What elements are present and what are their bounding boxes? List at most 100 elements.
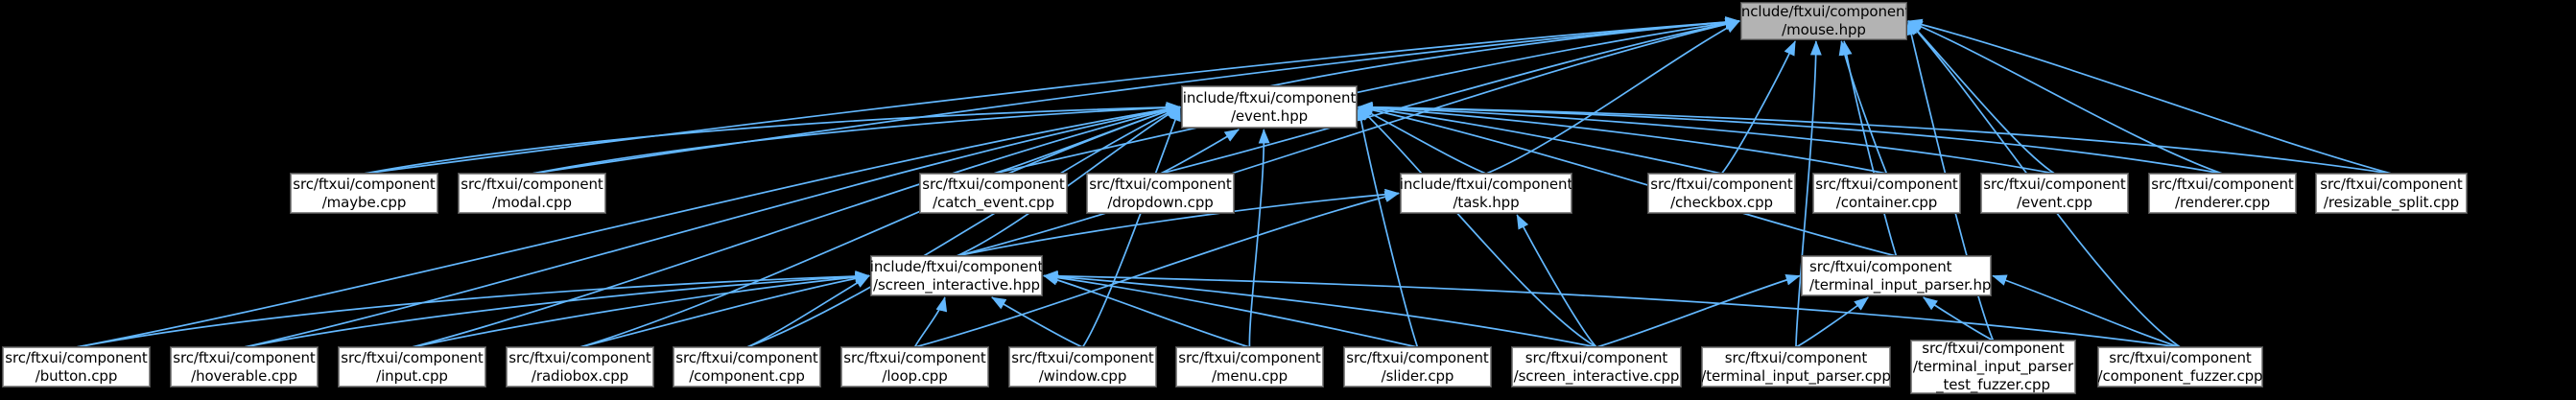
graph-edge-dropdown-cpp-to-mouse-hpp [1160, 18, 1740, 175]
graph-node-label: src/ftxui/component [1346, 348, 1489, 366]
graph-edge-catch-event-cpp-to-mouse-hpp [993, 17, 1740, 175]
graph-node-slider-cpp[interactable]: src/ftxui/component/slider.cpp [1343, 346, 1492, 388]
graph-node-component-fuzzer-cpp[interactable]: src/ftxui/component/component_fuzzer.cpp [2097, 346, 2263, 388]
graph-node-terminal-input-parser-cpp[interactable]: src/ftxui/component/terminal_input_parse… [1701, 346, 1891, 388]
graph-edge-maybe-cpp-to-mouse-hpp [364, 16, 1740, 175]
graph-edge-container-cpp-to-event-hpp [1358, 102, 1887, 175]
graph-node-label: /input.cpp [376, 366, 448, 385]
graph-edge-screen-interactive-cpp-to-terminal-input-parser-hpp [1595, 274, 1801, 348]
graph-node-event-hpp[interactable]: include/ftxui/component/event.hpp [1181, 85, 1358, 129]
graph-edge-hoverable-cpp-to-screen-interactive-hpp [244, 271, 870, 348]
graph-node-menu-cpp[interactable]: src/ftxui/component/menu.cpp [1175, 346, 1324, 388]
graph-node-label: /screen_interactive.cpp [1513, 366, 1680, 385]
graph-node-container-cpp[interactable]: src/ftxui/component/container.cpp [1812, 173, 1961, 214]
graph-edge-checkbox-cpp-to-event-hpp [1358, 103, 1722, 175]
graph-node-label: /terminal_input_parser.hpp [1809, 275, 2000, 294]
graph-edge-event-cpp-to-mouse-hpp [1907, 20, 2055, 175]
graph-edge-input-cpp-to-event-hpp [412, 105, 1181, 348]
graph-node-label: src/ftxui/component [1922, 340, 2065, 357]
graph-node-task-hpp[interactable]: include/ftxui/component/task.hpp [1399, 173, 1573, 214]
graph-edge-window-cpp-to-event-hpp [1081, 106, 1181, 348]
graph-edge-screen-interactive-cpp-to-task-hpp [1516, 214, 1597, 348]
graph-edge-event-hpp-to-mouse-hpp [1268, 16, 1740, 87]
graph-node-screen-interactive-cpp[interactable]: src/ftxui/component/screen_interactive.c… [1511, 346, 1682, 388]
graph-node-label: src/ftxui/component [675, 348, 818, 366]
graph-node-label: /radiobox.cpp [531, 366, 629, 385]
graph-node-mouse-hpp[interactable]: include/ftxui/component/mouse.hpp [1737, 2, 1910, 40]
graph-node-resizable-split-cpp[interactable]: src/ftxui/component/resizable_split.cpp [2315, 173, 2468, 214]
graph-node-label: src/ftxui/component [1524, 348, 1668, 366]
graph-edge-renderer-cpp-to-mouse-hpp [1907, 20, 2223, 175]
graph-edge-terminal-input-parser-cpp-to-mouse-hpp [1795, 40, 1822, 348]
graph-node-window-cpp[interactable]: src/ftxui/component/window.cpp [1008, 346, 1157, 388]
graph-edge-tip-test-fuzzer-cpp-to-terminal-input-parser-hpp [1923, 296, 1994, 341]
graph-node-label: src/ftxui/component [922, 175, 1065, 193]
graph-node-label: include/ftxui/component [1399, 175, 1573, 193]
graph-edge-menu-cpp-to-screen-interactive-hpp [1043, 273, 1250, 348]
graph-edge-component-fuzzer-cpp-to-terminal-input-parser-hpp [1992, 274, 2181, 348]
graph-node-modal-cpp[interactable]: src/ftxui/component/modal.cpp [458, 173, 606, 214]
graph-edge-component-fuzzer-cpp-to-screen-interactive-hpp [1043, 270, 2181, 348]
graph-edge-resizable-split-cpp-to-event-hpp [1358, 101, 2392, 175]
graph-node-renderer-cpp[interactable]: src/ftxui/component/renderer.cpp [2148, 173, 2297, 214]
graph-node-label: src/ftxui/component [843, 348, 986, 366]
graph-edge-button-cpp-to-event-hpp [76, 104, 1181, 348]
graph-edge-dropdown-cpp-to-event-hpp [1160, 129, 1240, 175]
graph-edge-screen-interactive-cpp-to-event-hpp [1358, 106, 1597, 348]
graph-node-label: /button.cpp [35, 366, 118, 385]
graph-node-button-cpp[interactable]: src/ftxui/component/button.cpp [2, 346, 151, 388]
graph-node-label: /resizable_split.cpp [2323, 193, 2460, 211]
graph-node-label: _test_fuzzer.cpp [1936, 376, 2050, 393]
graph-edge-slider-cpp-to-event-hpp [1355, 106, 1419, 348]
graph-node-label: /terminal_input_parser [1912, 358, 2074, 375]
graph-edge-terminal-input-parser-hpp-to-mouse-hpp [1840, 40, 1898, 257]
graph-edge-loop-cpp-to-screen-interactive-hpp [913, 296, 948, 348]
graph-edge-component-cpp-to-screen-interactive-hpp [746, 274, 870, 348]
graph-edge-screen-interactive-hpp-to-task-hpp [956, 188, 1400, 257]
graph-node-label: /renderer.cpp [2175, 193, 2270, 211]
graph-node-label: /mouse.hpp [1782, 21, 1866, 38]
graph-edge-task-hpp-to-event-hpp [1358, 106, 1487, 175]
graph-node-label: /loop.cpp [882, 366, 948, 385]
graph-node-label: include/ftxui/component [869, 257, 1044, 275]
graph-node-label: /event.cpp [2017, 193, 2092, 211]
graph-node-checkbox-cpp[interactable]: src/ftxui/component/checkbox.cpp [1647, 173, 1796, 214]
graph-edge-slider-cpp-to-screen-interactive-hpp [1043, 271, 1418, 348]
graph-node-label: src/ftxui/component [2320, 175, 2463, 193]
graph-edge-radiobox-cpp-to-screen-interactive-hpp [579, 272, 870, 348]
graph-node-hoverable-cpp[interactable]: src/ftxui/component/hoverable.cpp [170, 346, 319, 388]
graph-node-label: src/ftxui/component [1089, 175, 1232, 193]
graph-node-terminal-input-parser-hpp[interactable]: src/ftxui/component/terminal_input_parse… [1801, 255, 2000, 296]
graph-node-label: src/ftxui/component [341, 348, 484, 366]
graph-node-loop-cpp[interactable]: src/ftxui/component/loop.cpp [840, 346, 989, 388]
graph-edge-input-cpp-to-screen-interactive-hpp [412, 271, 870, 348]
graph-edge-task-hpp-to-mouse-hpp [1485, 20, 1740, 175]
graph-edge-maybe-cpp-to-event-hpp [364, 101, 1181, 175]
graph-node-label: /container.cpp [1835, 193, 1938, 211]
graph-node-label: src/ftxui/component [1650, 175, 1793, 193]
graph-node-tip-test-fuzzer-cpp[interactable]: src/ftxui/component/terminal_input_parse… [1910, 340, 2076, 394]
graph-edge-modal-cpp-to-mouse-hpp [532, 16, 1740, 175]
graph-node-label: src/ftxui/component [293, 175, 436, 193]
graph-node-label: src/ftxui/component [2151, 175, 2294, 193]
graph-node-screen-interactive-hpp[interactable]: include/ftxui/component/screen_interacti… [869, 255, 1044, 296]
graph-node-catch-event-cpp[interactable]: src/ftxui/component/catch_event.cpp [919, 173, 1068, 214]
graph-edge-screen-interactive-hpp-to-mouse-hpp [956, 18, 1740, 257]
graph-edge-screen-interactive-cpp-to-screen-interactive-hpp [1043, 271, 1597, 348]
graph-node-label: /checkbox.cpp [1670, 193, 1773, 211]
graph-edge-button-cpp-to-screen-interactive-hpp [76, 271, 870, 348]
graph-node-input-cpp[interactable]: src/ftxui/component/input.cpp [338, 346, 486, 388]
graph-edge-loop-cpp-to-task-hpp [914, 191, 1400, 348]
graph-node-label: include/ftxui/component [1737, 3, 1911, 20]
graph-edge-radiobox-cpp-to-event-hpp [579, 106, 1181, 348]
graph-node-radiobox-cpp[interactable]: src/ftxui/component/radiobox.cpp [506, 346, 654, 388]
graph-node-label: src/ftxui/component [508, 348, 651, 366]
graph-node-dropdown-cpp[interactable]: src/ftxui/component/dropdown.cpp [1086, 173, 1235, 214]
graph-edge-terminal-input-parser-cpp-to-terminal-input-parser-hpp [1795, 296, 1869, 348]
graph-node-component-cpp[interactable]: src/ftxui/component/component.cpp [673, 346, 821, 388]
graph-node-label: /component.cpp [689, 366, 805, 385]
graph-node-maybe-cpp[interactable]: src/ftxui/component/maybe.cpp [290, 173, 438, 214]
graph-edge-terminal-input-parser-hpp-to-event-hpp [1358, 104, 1897, 257]
graph-node-event-cpp[interactable]: src/ftxui/component/event.cpp [1980, 173, 2129, 214]
